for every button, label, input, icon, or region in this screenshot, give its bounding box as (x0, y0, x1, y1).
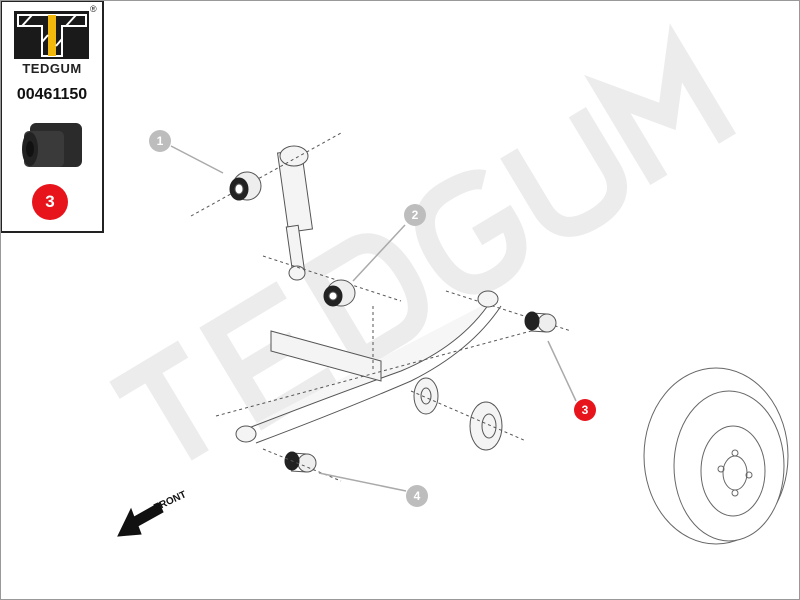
bushing-2 (323, 279, 356, 307)
callout-2[interactable]: 2 (404, 204, 426, 226)
callout-4[interactable]: 4 (406, 485, 428, 507)
bushing-3 (524, 311, 557, 333)
leaf-spring (215, 290, 572, 444)
position-badge: 3 (32, 184, 68, 220)
tedgum-logo (14, 11, 89, 59)
watermark-letter-g (414, 169, 527, 295)
wheel (643, 367, 789, 545)
part-number: 00461150 (16, 86, 88, 103)
watermark-letter-t (109, 340, 209, 461)
registered-mark: ® (90, 4, 97, 14)
bushing-1 (229, 171, 262, 201)
brand-name: TEDGUM (22, 61, 82, 76)
bushing-4 (262, 448, 342, 482)
axle-hub (410, 377, 527, 451)
watermark-letter-u (500, 107, 628, 237)
watermark-letter-m (584, 23, 737, 186)
part-info-panel: ® TEDGUM 00461150 3 (1, 1, 104, 233)
callout-3[interactable]: 3 (574, 399, 596, 421)
callout-1[interactable]: 1 (149, 130, 171, 152)
shock-absorber (190, 132, 402, 302)
watermark-letter-d (297, 233, 428, 372)
bushing-product-image (22, 123, 82, 167)
front-arrow-icon (117, 502, 164, 537)
leader-lines (170, 145, 577, 492)
